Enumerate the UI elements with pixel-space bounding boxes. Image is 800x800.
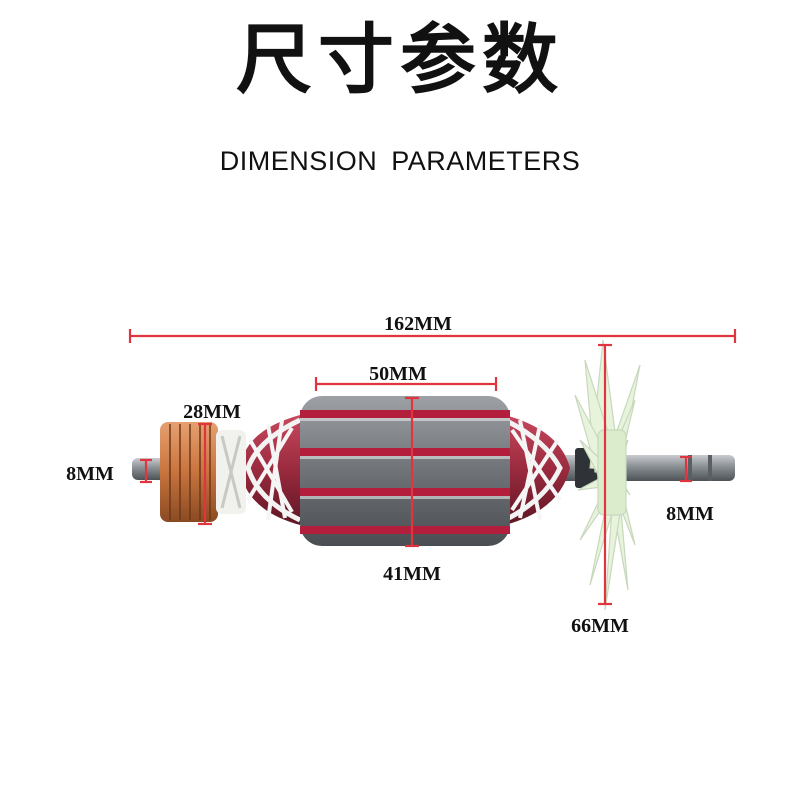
armature-core bbox=[300, 396, 510, 546]
page-title: 尺寸参数 bbox=[236, 15, 564, 104]
left-winding bbox=[240, 415, 302, 525]
right-shaft bbox=[560, 448, 735, 488]
right-shaft-diameter-label: 8MM bbox=[666, 503, 714, 525]
left-shaft-diameter-label: 8MM bbox=[66, 463, 114, 485]
dimension-lines bbox=[128, 329, 737, 606]
core-length-label: 50MM bbox=[369, 363, 427, 385]
overall-length-label: 162MM bbox=[384, 313, 452, 335]
commutator-diameter-label: 28MM bbox=[183, 401, 241, 423]
right-winding bbox=[503, 415, 570, 525]
page-subtitle: DIMENSION PARAMETERS bbox=[219, 146, 581, 176]
fan-diameter-label: 66MM bbox=[571, 615, 629, 637]
commutator bbox=[160, 422, 246, 522]
core-diameter-label: 41MM bbox=[383, 563, 441, 585]
